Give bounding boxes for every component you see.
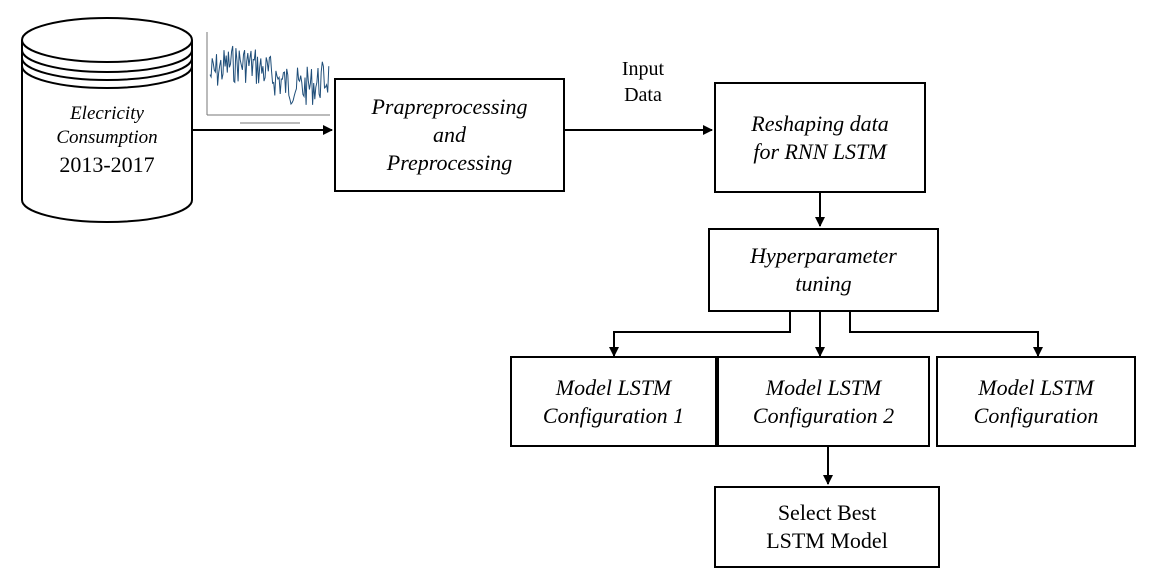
hyperparameter-box: Hyperparameter tuning [708,228,939,312]
database-label-years: 2013-2017 [59,152,155,177]
arrow-hyperparameter-to-config1 [609,312,791,357]
preprocessing-box: Prapreprocessing and Preprocessing [334,78,565,192]
reshaping-line1: Reshaping data [751,110,889,136]
reshaping-line2: for RNN LSTM [753,138,887,164]
database-cylinder-icon [21,17,193,223]
input-data-label: Input Data [598,56,688,108]
preprocessing-line3: Preprocessing [386,150,513,175]
config2-line2: Configuration 2 [752,402,895,428]
select-line2: LSTM Model [766,528,888,553]
config1-line1: Model LSTM [555,374,672,400]
arrow-hyperparameter-to-config3 [849,312,1043,357]
input-data-label-line1: Input [621,58,665,80]
config2-box: Model LSTM Configuration 2 [717,356,930,447]
config2-line1: Model LSTM [765,374,882,400]
config1-box: Model LSTM Configuration 1 [510,356,717,447]
select-line1: Select Best [777,500,877,525]
preprocessing-line2: and [433,122,466,147]
database-label-line1: Elecricity [70,103,144,124]
time-series-thumbnail [206,32,330,124]
hyperparameter-line1: Hyperparameter [750,243,897,268]
input-data-label-line2: Data [624,84,662,106]
hyperparameter-line2: tuning [795,271,852,296]
reshaping-box: Reshaping data for RNN LSTM [714,82,926,193]
database-label: Elecricity Consumption 2013-2017 [22,102,192,180]
select-best-box: Select Best LSTM Model [714,486,940,568]
config3-line1: Model LSTM [978,374,1094,400]
config1-line2: Configuration 1 [542,402,685,428]
config3-box: Model LSTM Configuration [936,356,1136,447]
preprocessing-line1: Prapreprocessing [371,94,528,119]
database-label-line2: Consumption [56,127,158,148]
config3-line2: Configuration [973,402,1099,428]
